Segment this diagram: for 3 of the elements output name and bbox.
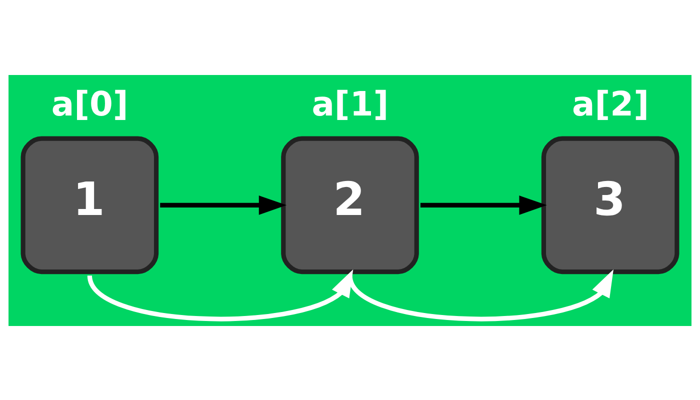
node-label: a[2] — [572, 84, 649, 124]
node-label: a[1] — [312, 84, 389, 124]
node-label: a[0] — [51, 84, 128, 124]
